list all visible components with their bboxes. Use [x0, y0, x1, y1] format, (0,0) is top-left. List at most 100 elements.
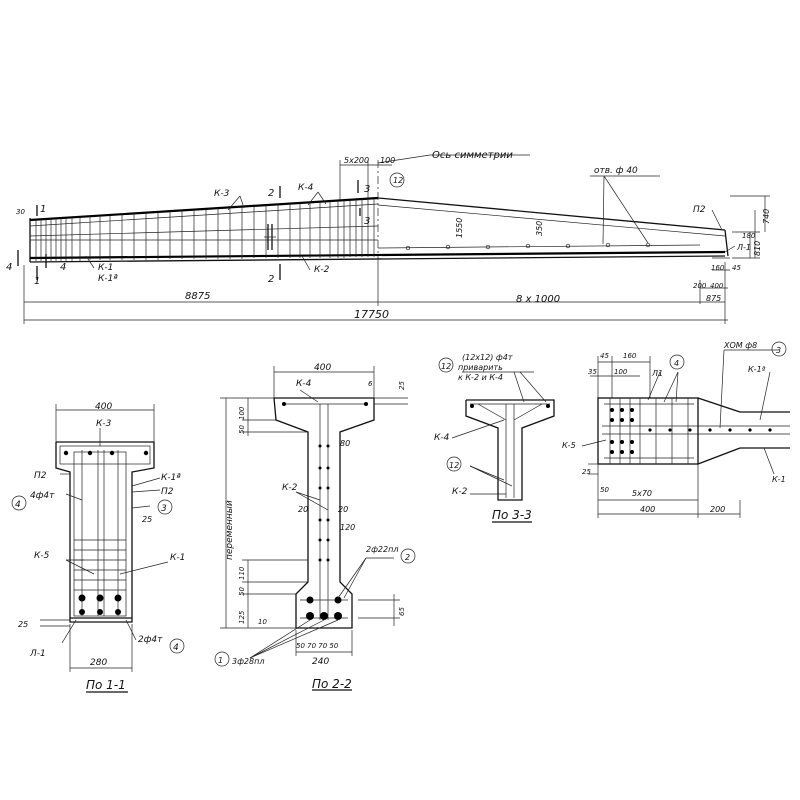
ed-label-l1: Л1 — [651, 369, 663, 378]
s11-callout-3: 3 — [161, 504, 167, 514]
ed-dim-50: 50 — [600, 486, 609, 494]
beam-elevation — [17, 154, 770, 324]
holes — [405, 242, 651, 251]
ed-callout-4: 4 — [674, 359, 679, 368]
s22-dim-120: 120 — [340, 523, 355, 532]
s33-callout-12b: 12 — [449, 461, 459, 470]
s11-dim-25b: 25 — [18, 620, 28, 629]
end-detail-bars — [610, 408, 772, 454]
s33-label-k4: К-4 — [434, 433, 450, 443]
ed-dim-45: 45 — [600, 352, 609, 360]
label-l1: Л-1 — [736, 243, 751, 252]
ed-dim-200: 200 — [710, 505, 725, 514]
section-mark-1-bottom: 1 — [34, 276, 40, 287]
dim-740: 740 — [762, 209, 771, 224]
s11-label-k1: К-1 — [170, 553, 185, 563]
s22-dim-bottom: 50 70 70 50 — [296, 642, 339, 650]
callout-12: 12 — [393, 176, 403, 185]
end-detail — [581, 341, 790, 518]
s11-callout-4b: 4 — [173, 643, 179, 653]
section-1-1 — [11, 404, 185, 693]
section-mark-4-right: 4 — [60, 262, 66, 273]
s11-label-l1: Л-1 — [29, 649, 46, 659]
section-mark-2-bottom: 2 — [268, 274, 274, 285]
section-1-1-labels: 400 К-3 П2 К-1ª П2 4 4ф4т 3 25 К-5 К-1 2… — [15, 402, 185, 692]
dim-45: 45 — [732, 264, 741, 272]
ed-label-k1a: К-1ª — [748, 365, 766, 374]
s22-height-label: переменный — [225, 500, 235, 560]
s11-dim-400: 400 — [95, 402, 112, 412]
dim-1550: 1550 — [455, 218, 464, 238]
s22-label-k4: К-4 — [296, 379, 312, 389]
s33-title: По 3-3 — [492, 508, 532, 522]
ed-dim-100: 100 — [614, 368, 628, 376]
dim-8x1000: 8 х 1000 — [516, 294, 560, 305]
s33-note-to: к К-2 и К-4 — [458, 373, 503, 382]
dim-810: 810 — [753, 241, 762, 256]
section-mark-3-bottom: 3 — [364, 216, 370, 227]
s22-dim-125: 125 — [238, 610, 246, 624]
section-2-2-labels: 400 К-4 6 25 100 50 80 К-2 20 20 120 пер… — [218, 363, 410, 691]
ed-dim-160: 160 — [623, 352, 637, 360]
s22-callout-2: 2 — [405, 553, 410, 562]
s11-label-k5: К-5 — [34, 551, 50, 561]
s22-dim-80: 80 — [340, 439, 350, 448]
ed-dim-5x70: 5х70 — [632, 489, 652, 498]
dim-top-step: 5х200 — [344, 156, 369, 165]
s22-bars-22: 2ф22пл — [366, 545, 398, 554]
label-k1a: К-1ª — [98, 274, 118, 284]
dim-160: 160 — [711, 264, 725, 272]
s11-bars-4: 4ф4т — [30, 491, 55, 501]
s22-dim-110: 110 — [238, 566, 246, 580]
elevation-labels: Ось симметрии отв. ф 40 5х200 100 12 К-3… — [6, 150, 771, 321]
s22-dim-20b: 20 — [338, 505, 348, 514]
dim-875: 875 — [706, 294, 721, 303]
dim-top-100: 100 — [380, 156, 395, 165]
ed-label-k5: К-5 — [562, 441, 576, 450]
section-mark-1-top: 1 — [40, 204, 46, 215]
dim-30: 30 — [16, 208, 25, 216]
section-2-2 — [214, 366, 416, 691]
s22-dim-50: 50 — [238, 425, 246, 434]
label-k1: К-1 — [98, 263, 113, 273]
section-mark-4-left: 4 — [6, 262, 12, 273]
s11-label-k1a: К-1ª — [161, 473, 181, 483]
label-k4: К-4 — [298, 183, 314, 193]
label-k3: К-3 — [214, 189, 230, 199]
s22-dim-20a: 20 — [298, 505, 308, 514]
dim-180: 180 — [742, 232, 756, 240]
s22-dim-100: 100 — [238, 406, 246, 420]
s11-label-p2a: П2 — [34, 471, 47, 481]
s22-dim-25: 25 — [398, 381, 406, 390]
s22-callout-1: 1 — [218, 656, 223, 665]
s11-bars-2: 2ф4т — [138, 635, 163, 645]
s11-label-k3: К-3 — [96, 419, 112, 429]
s22-label-k2: К-2 — [282, 483, 298, 493]
label-k2: К-2 — [314, 265, 330, 275]
s22-dim-10: 10 — [258, 618, 267, 626]
ed-callout-3: 3 — [776, 346, 781, 355]
ed-dim-25: 25 — [582, 468, 591, 476]
dim-17750: 17750 — [354, 308, 389, 321]
s33-note-weld: приварить — [458, 363, 503, 372]
section-mark-2-top: 2 — [268, 188, 274, 199]
end-detail-labels: 45 160 35 100 Л1 4 ХОМ ф8 3 К-1ª К-5 25 … — [562, 341, 786, 514]
ed-dim-400: 400 — [640, 505, 655, 514]
s22-dim-400: 400 — [314, 363, 331, 373]
ed-label-k1: К-1 — [772, 475, 786, 484]
section-3-3-labels: 12 (12х12) ф4т приварить к К-2 и К-4 К-4… — [434, 353, 532, 522]
label-p2: П2 — [693, 205, 706, 215]
s11-label-p2b: П2 — [161, 487, 174, 497]
axis-of-symmetry-note: Ось симметрии — [432, 150, 513, 161]
s22-callout-6: 6 — [368, 380, 373, 388]
s33-label-k2: К-2 — [452, 487, 468, 497]
s22-bars-28: 3ф28пл — [232, 657, 264, 666]
dim-350: 350 — [535, 221, 544, 236]
s22-dim-50b: 50 — [238, 587, 246, 596]
s11-dim-280: 280 — [90, 658, 107, 668]
s11-dim-25: 25 — [142, 515, 152, 524]
s11-callout-4a: 4 — [15, 500, 21, 510]
ed-bars-cm: ХОМ ф8 — [723, 341, 757, 350]
dim-400: 400 — [710, 282, 724, 290]
